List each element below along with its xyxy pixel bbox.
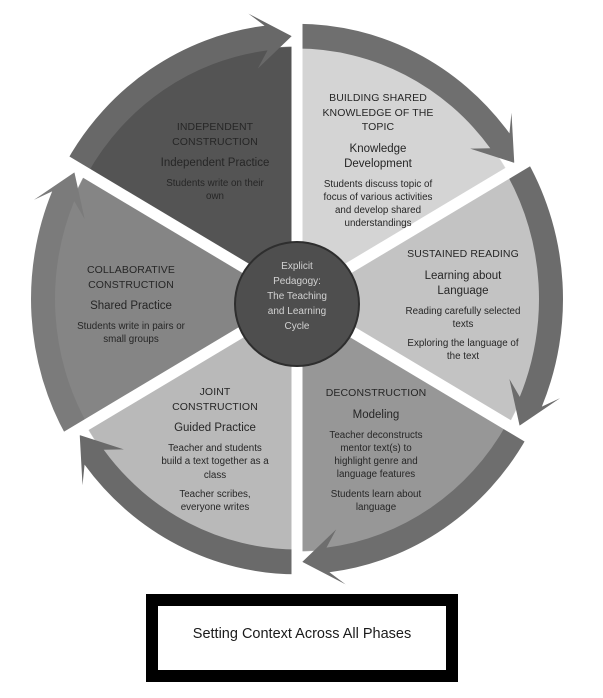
segment-sustained-reading-text: SUSTAINED READING Learning about Languag… — [406, 247, 521, 364]
collaborative-construction-arrow — [31, 172, 88, 437]
segment-title: DECONSTRUCTION — [325, 387, 427, 399]
sustained-reading-arrow — [506, 161, 563, 426]
segment-title: SUSTAINED READING — [407, 248, 519, 260]
segment-description: Teacher scribes, everyone writes — [179, 488, 251, 514]
segment-description: Students write in pairs or small groups — [77, 321, 185, 346]
segment-joint-construction-text: JOINT CONSTRUCTION Guided Practice Teach… — [161, 385, 268, 514]
joint-construction-arrow — [79, 435, 297, 575]
segment-subtitle: Independent Practice — [160, 157, 270, 169]
segment-description: Students write on their own — [166, 178, 264, 203]
building-shared-knowledge-arrow — [297, 23, 515, 163]
segment-subtitle: Shared Practice — [90, 300, 172, 312]
segment-title: COLLABORATIVE CONSTRUCTION — [86, 264, 176, 291]
segment-description: Teacher and students build a text togeth… — [161, 443, 269, 481]
setting-context-box: Setting Context Across All Phases — [146, 594, 458, 682]
segment-description: Reading carefully selected texts — [405, 305, 521, 330]
segment-description: Exploring the language of the text — [407, 338, 519, 363]
setting-context-label: Setting Context Across All Phases — [192, 626, 412, 642]
segment-independent-construction-text: INDEPENDENT CONSTRUCTION Independent Pra… — [161, 120, 270, 204]
segment-description: Teacher deconstructs mentor text(s) to h… — [329, 429, 423, 481]
segment-title: JOINT CONSTRUCTION — [172, 386, 258, 413]
independent-construction-arrow — [66, 13, 292, 174]
cycle-ring — [31, 0, 563, 610]
segment-subtitle: Learning about Language — [424, 269, 502, 297]
segment-description: Students discuss topic of focus of vario… — [323, 178, 433, 230]
segment-subtitle: Modeling — [352, 408, 400, 421]
segment-deconstruction-text: DECONSTRUCTION Modeling Teacher deconstr… — [326, 386, 427, 514]
segment-description: Students learn about language — [330, 488, 422, 513]
center-hub — [234, 241, 360, 367]
segment-title: BUILDING SHARED KNOWLEDGE OF THE TOPIC — [322, 92, 434, 133]
segment-building-shared-knowledge-text: BUILDING SHARED KNOWLEDGE OF THE TOPIC K… — [322, 91, 433, 231]
deconstruction-arrow — [302, 424, 528, 585]
segment-subtitle: Guided Practice — [174, 422, 256, 434]
segment-title: INDEPENDENT CONSTRUCTION — [172, 121, 258, 148]
segment-collaborative-construction-text: COLLABORATIVE CONSTRUCTION Shared Practi… — [77, 263, 185, 347]
center-label: Explicit Pedagogy: The Teaching and Lear… — [267, 261, 327, 332]
segment-subtitle: Knowledge Development — [344, 142, 412, 170]
